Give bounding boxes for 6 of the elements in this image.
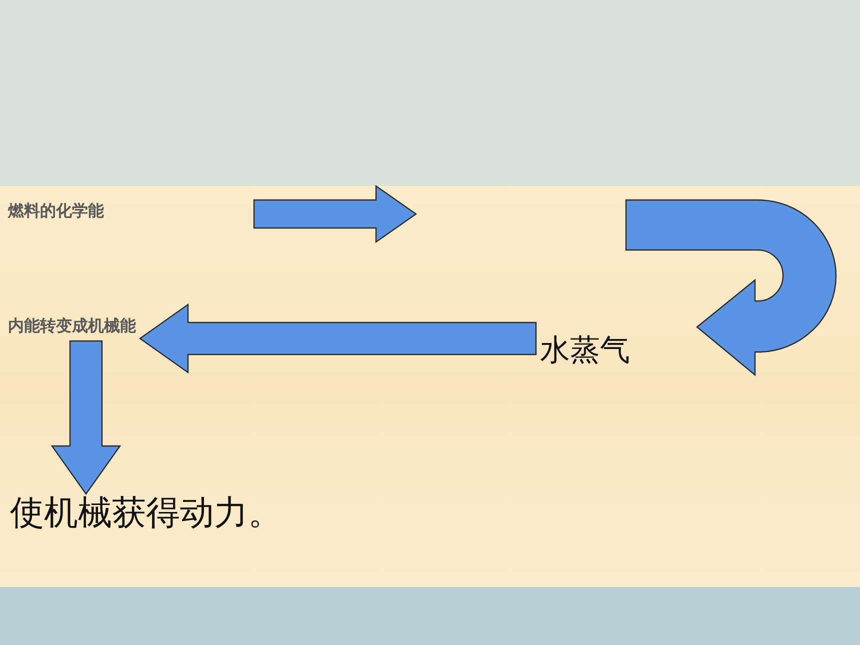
node-label: 内能转变成机械能 — [8, 316, 136, 337]
node-label: 使机械获得动力。 — [10, 490, 282, 536]
block-arrow — [138, 303, 537, 374]
node-label: 水蒸气 — [540, 330, 630, 371]
block-arrow — [50, 340, 122, 496]
node-label: 燃料的化学能 — [8, 201, 104, 222]
